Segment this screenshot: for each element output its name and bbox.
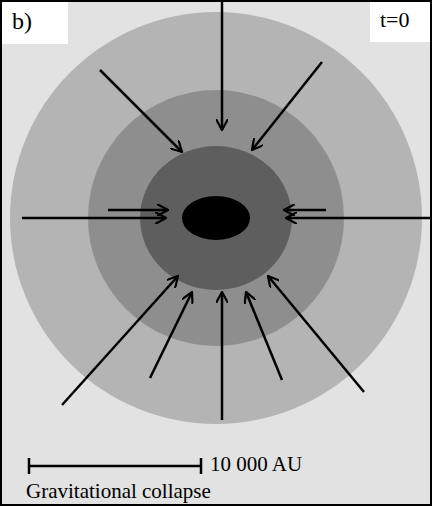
time-label: t=0 [380,8,410,32]
infall-arrow [62,276,178,405]
infall-arrow [108,209,168,212]
infall-arrow [221,292,224,420]
label-panel [2,2,68,44]
infall-arrow [221,2,224,130]
scale-bar [28,458,202,474]
infall-arrow [268,276,364,392]
dense-core [182,196,250,240]
infall-arrow [150,292,192,378]
infall-arrow [22,217,166,220]
infall-arrows [22,2,430,420]
scale-label: 10 000 AU [210,453,302,476]
infall-arrow [252,62,322,150]
infall-arrow [286,217,430,220]
panel-label: b) [12,8,32,34]
infall-arrow [246,292,282,380]
label-panel [370,2,430,42]
infall-arrow [100,70,182,152]
caption-label: Gravitational collapse [26,480,211,503]
infall-arrow [284,209,326,212]
